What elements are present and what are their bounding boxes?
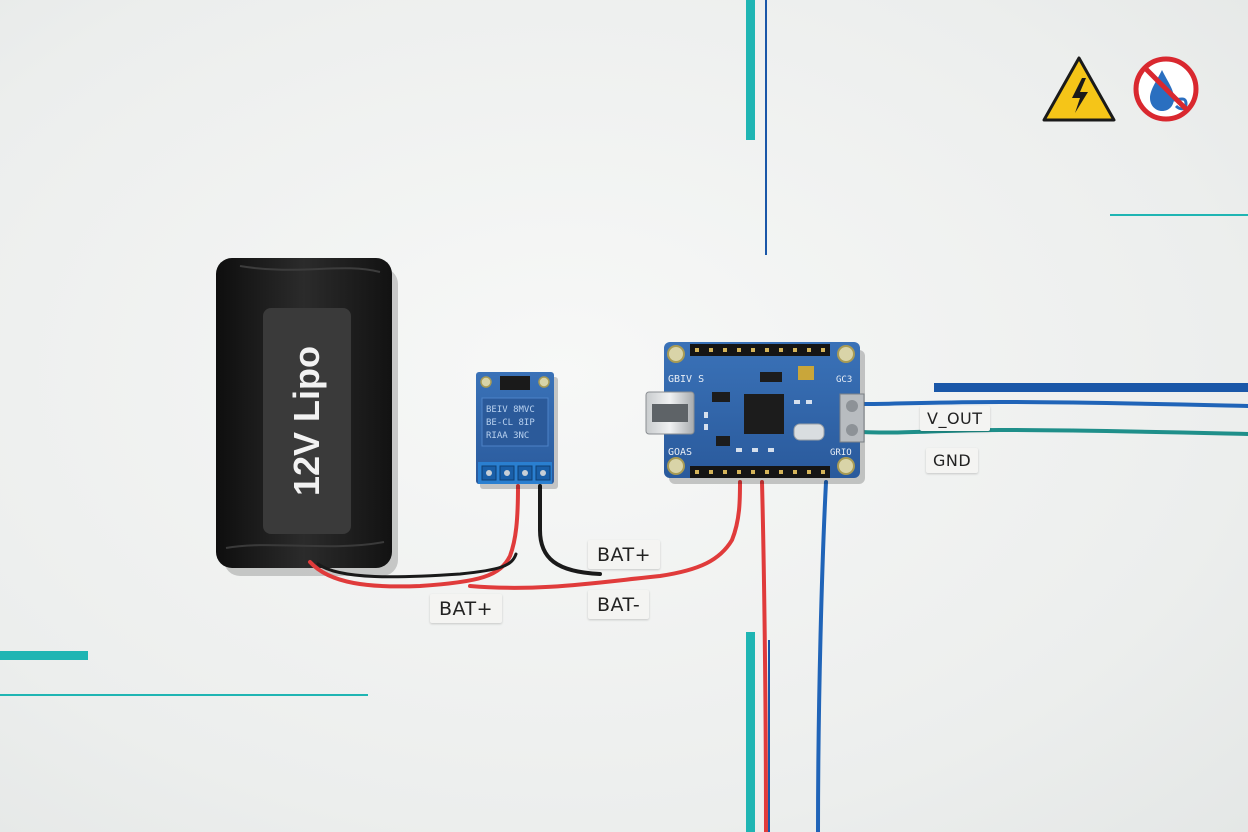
wires: [308, 399, 1248, 832]
accent-line: [746, 0, 755, 140]
wire-label-bat-minus: BAT-: [588, 590, 650, 619]
battery-label: 12V Lipo: [263, 308, 351, 534]
high-voltage-warning-icon: [1042, 56, 1116, 122]
board-silkscreen-label: GRIO: [830, 448, 852, 458]
no-water-icon: [1133, 56, 1199, 122]
charger-silkscreen-line: BE-CL 8IP: [486, 418, 535, 428]
charger-silkscreen-line: BEIV 8MVC: [486, 405, 535, 415]
accent-line: [1110, 214, 1248, 216]
board-silkscreen-label: GBIV S: [668, 374, 704, 385]
charger-silkscreen-line: RIAA 3NC: [486, 431, 529, 441]
accent-line: [746, 632, 755, 832]
wire-label-bat-plus: BAT+: [588, 540, 661, 569]
battery-label-text: 12V Lipo: [286, 345, 327, 497]
accent-line: [0, 694, 368, 696]
board-silkscreen-label: GOAS: [668, 447, 692, 458]
wire-label-bat-plus: BAT+: [430, 594, 503, 623]
charger-module: BEIV 8MVC BE-CL 8IP RIAA 3NC: [476, 372, 558, 489]
board-silkscreen-label: GC3: [836, 375, 852, 385]
accent-line: [934, 383, 1248, 392]
controller-board: GBIV S GOAS GC3 GRIO: [645, 342, 865, 484]
wire-label-gnd: GND: [926, 448, 979, 473]
accent-line: [0, 651, 88, 660]
accent-line: [768, 640, 770, 832]
wire-label-v-out: V_OUT: [920, 406, 990, 431]
lipo-battery: [216, 258, 398, 576]
accent-line: [765, 0, 767, 255]
